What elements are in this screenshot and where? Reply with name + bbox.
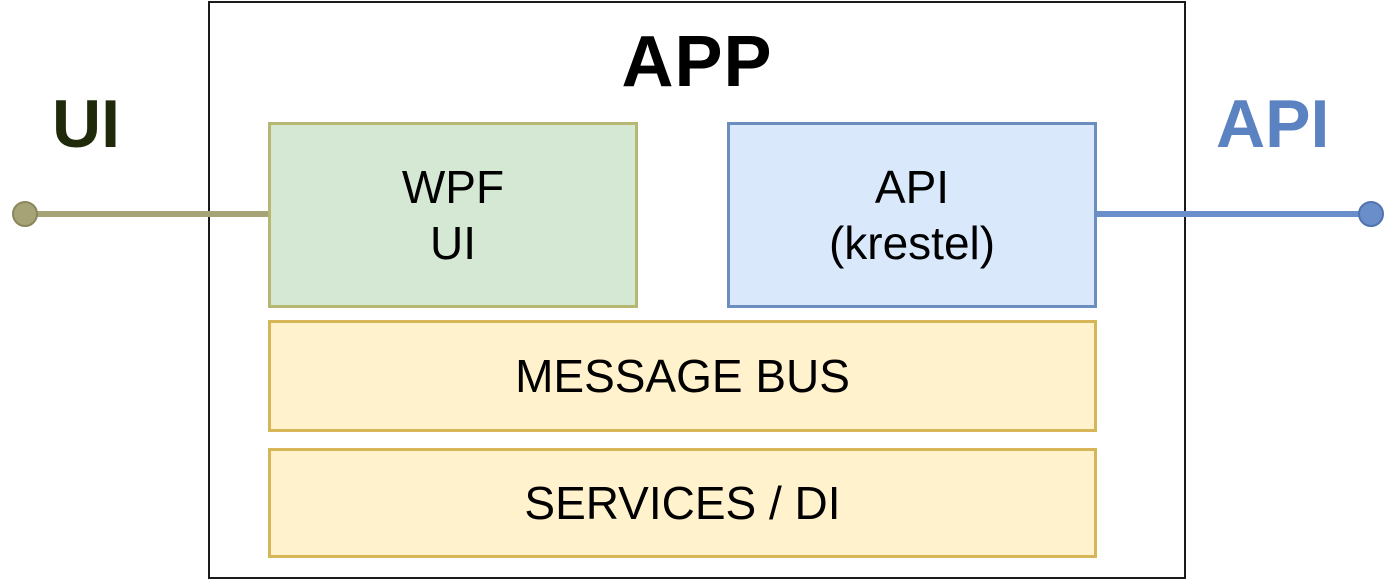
- services-di-layer: SERVICES / DI: [268, 448, 1097, 558]
- api-component-label-line2: (krestel): [828, 217, 996, 269]
- ui-side-label: UI: [52, 86, 120, 162]
- api-connector-line: [1095, 211, 1373, 217]
- api-krestel-component: API (krestel): [727, 122, 1097, 308]
- message-bus-layer: MESSAGE BUS: [268, 320, 1097, 432]
- ui-connector-endpoint: [12, 201, 38, 227]
- app-title: APP: [621, 22, 773, 102]
- api-connector-endpoint: [1358, 201, 1384, 227]
- message-bus-label: MESSAGE BUS: [515, 350, 850, 402]
- wpf-ui-component: WPF UI: [268, 122, 638, 308]
- api-side-label: API: [1216, 86, 1330, 162]
- wpf-ui-label-line2: UI: [430, 217, 476, 269]
- ui-connector-line: [26, 211, 270, 217]
- services-di-label: SERVICES / DI: [524, 477, 841, 529]
- api-component-label-line1: API: [874, 161, 950, 213]
- wpf-ui-label-line1: WPF: [401, 161, 505, 213]
